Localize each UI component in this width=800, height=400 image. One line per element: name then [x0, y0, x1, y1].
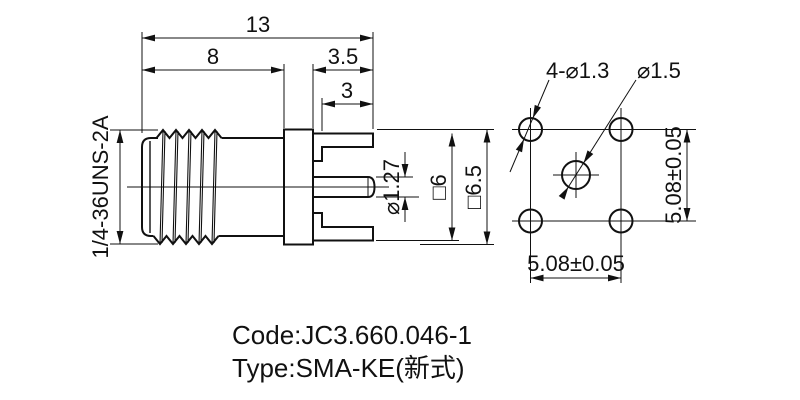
thread-spec-label: 1/4-36UNS-2A [88, 115, 113, 258]
dim-leg-square: □6 [426, 174, 451, 200]
dim-leg-length: 3 [341, 78, 353, 103]
corner-hole-top-left [518, 117, 543, 142]
bottom-leg [313, 212, 374, 242]
title-block: Code:JC3.660.046-1 Type:SMA-KE(新式) [232, 320, 472, 383]
dim-vertical-pitch: 5.08±0.05 [661, 126, 686, 224]
footprint-view: 4-⌀1.3 ⌀1.5 5.08±0.05 5.08±0.05 [509, 58, 696, 283]
label-center-hole: ⌀1.5 [637, 58, 681, 83]
part-code: Code:JC3.660.046-1 [232, 320, 472, 350]
dim-horizontal-pitch: 5.08±0.05 [527, 251, 625, 276]
label-corner-holes: 4-⌀1.3 [546, 58, 609, 83]
side-view [127, 128, 389, 246]
flange [283, 128, 314, 246]
center-pin [313, 176, 376, 198]
part-type: Type:SMA-KE(新式) [232, 353, 465, 383]
side-view-dimensions: 13 8 3.5 3 1/4-36UNS-2A ⌀1.27 [88, 12, 494, 259]
leader-corner-holes [509, 79, 550, 173]
dim-thread-body-length: 8 [207, 44, 219, 69]
thread-flank-lines [159, 129, 218, 245]
dim-front-section-length: 3.5 [328, 44, 359, 69]
dim-pin-diameter: ⌀1.27 [379, 159, 404, 215]
corner-hole-bottom-right [608, 208, 634, 234]
dim-total-length: 13 [246, 12, 270, 37]
corner-hole-bottom-left [518, 208, 543, 234]
leader-center-hole [561, 79, 637, 198]
top-leg [313, 132, 374, 162]
corner-hole-top-right [608, 117, 634, 142]
body-outline [141, 137, 284, 237]
dim-flange-square: □6.5 [461, 165, 486, 209]
center-hole [561, 160, 591, 190]
